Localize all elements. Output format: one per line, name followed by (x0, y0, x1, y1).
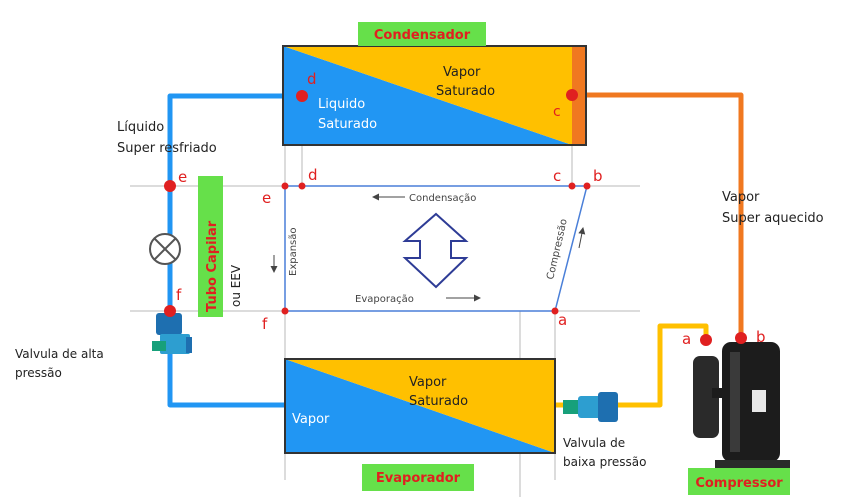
high-pressure-valve-label: Valvula de alta pressão (15, 347, 108, 380)
point-c-cycle-letter: c (553, 167, 561, 185)
point-a-compressor-letter: a (682, 330, 691, 348)
compressor-icon (693, 342, 790, 470)
capillary-tube-label: Tubo Capilar (205, 220, 220, 312)
vapor-superheated-label: Vapor Super aquecido (722, 190, 824, 226)
point-a-cycle-letter: a (558, 311, 567, 329)
point-d-condenser-letter: d (307, 70, 317, 88)
point-e-cycle-letter: e (262, 189, 271, 207)
low-pressure-valve-label: Valvula de baixa pressão (563, 436, 646, 469)
point-a-cycle-dot (551, 307, 559, 315)
condenser-title: Condensador (374, 28, 471, 43)
compression-arrow-icon (578, 227, 586, 249)
condenser: Vapor Saturado Liquido Saturado (282, 45, 587, 146)
point-f-pipe-dot (164, 305, 176, 317)
point-f-cycle-dot (281, 307, 289, 315)
condenser-title-bg (358, 22, 486, 46)
point-e-cycle-dot (281, 182, 289, 190)
compressor-title: Compressor (695, 476, 783, 491)
condenser-liquid-label: Liquido Saturado (318, 97, 377, 132)
evaporation-label: Evaporação (355, 294, 414, 305)
capillary-tube-bg (198, 176, 223, 317)
discharge-line-pipe (572, 92, 744, 338)
point-c-condenser-letter: c (553, 104, 561, 120)
state-point-dots (164, 89, 747, 346)
point-d-cycle-letter: d (308, 166, 318, 184)
point-f-pipe-letter: f (176, 286, 182, 304)
capillary-alt-label: ou EEV (229, 264, 243, 307)
evaporator-title-bg (362, 464, 474, 491)
condensation-label: Condensação (409, 193, 476, 204)
point-d-cycle-dot (298, 182, 306, 190)
point-f-cycle-letter: f (262, 315, 268, 333)
point-e-pipe-dot (164, 180, 176, 192)
suction-line-pipe (555, 323, 709, 408)
state-point-letters: d c e f e d c b f a a b (176, 70, 766, 348)
condenser-vapor-label: Vapor Saturado (436, 65, 495, 99)
low-pressure-valve-icon (563, 392, 618, 422)
compressor-title-bg (688, 468, 790, 495)
point-c-cycle-dot (568, 182, 576, 190)
evaporator-vapor-label: Vapor (292, 412, 330, 427)
expansion-label: Expansão (288, 227, 299, 276)
high-pressure-valve-icon (152, 313, 192, 354)
point-a-compressor-dot (700, 334, 712, 346)
evaporator-saturated-label: Vapor Saturado (409, 375, 468, 409)
double-arrow-icon (402, 212, 469, 289)
point-c-condenser-dot (566, 89, 578, 101)
evaporator-saturated-area (285, 359, 555, 453)
point-b-compressor-letter: b (756, 328, 766, 346)
condenser-superheat-strip (572, 46, 586, 145)
point-b-cycle-letter: b (593, 167, 603, 185)
liquid-subcooled-label: Líquido Super resfriado (117, 120, 217, 156)
point-b-cycle-dot (583, 182, 591, 190)
condenser-vapor-area (283, 46, 572, 145)
evaporator-outline (284, 358, 556, 454)
cycle-diagram: Condensação Evaporação Expansão Compress… (270, 185, 588, 312)
point-d-condenser-dot (296, 90, 308, 102)
evaporator: Vapor Saturado Vapor (284, 358, 556, 454)
expansion-valve-icon (149, 233, 181, 265)
point-e-pipe-letter: e (178, 168, 187, 186)
point-b-compressor-dot (735, 332, 747, 344)
compression-label: Compressão (545, 218, 570, 281)
evaporator-title: Evaporador (376, 471, 461, 486)
